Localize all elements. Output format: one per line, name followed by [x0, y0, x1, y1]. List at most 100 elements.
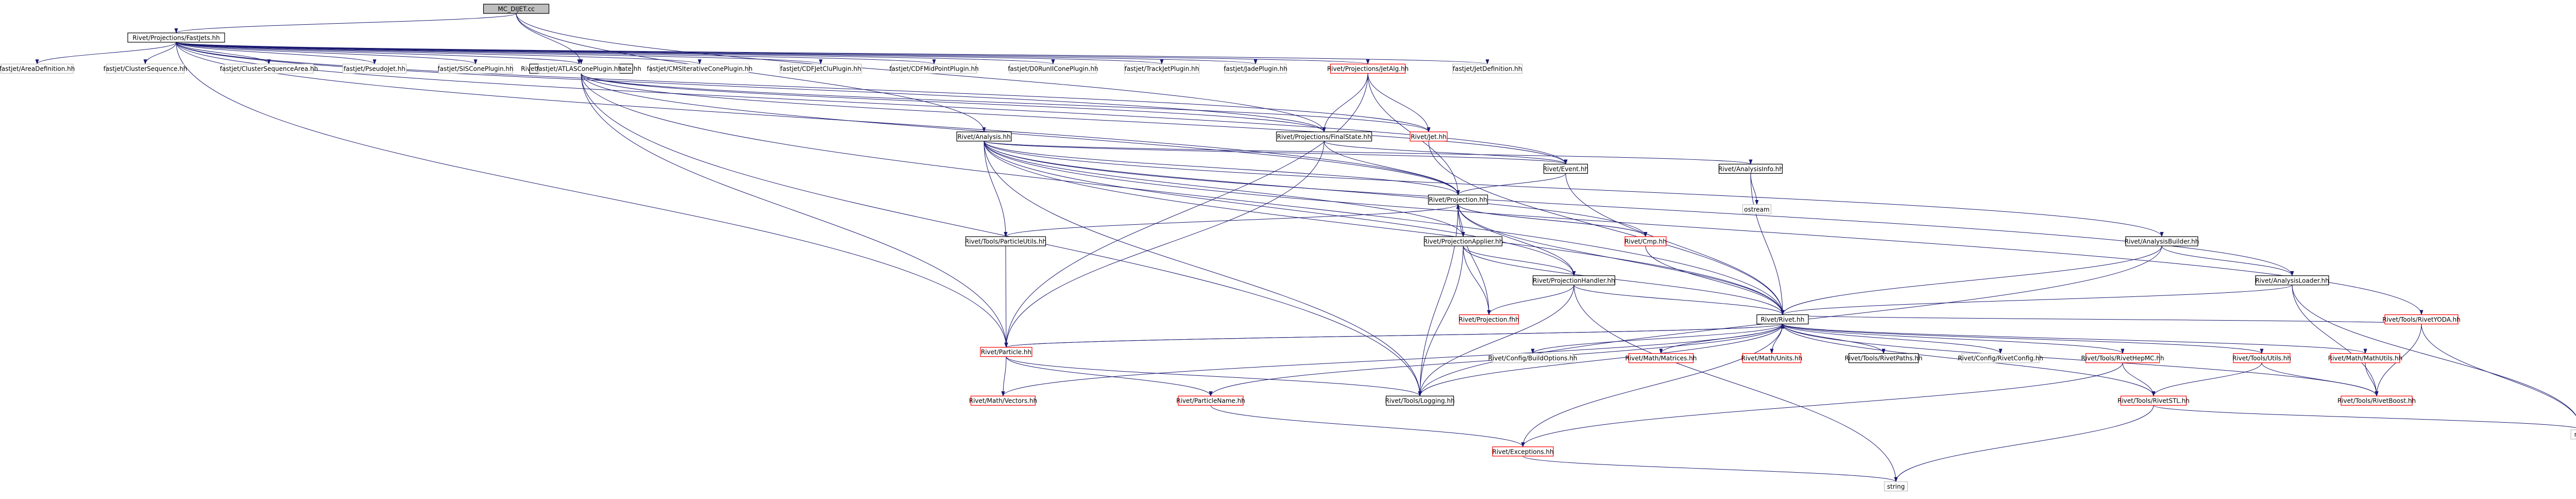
node-label-jade: fastjet/JadePlugin.hh	[1224, 65, 1287, 73]
edge-rivethepmc-to-exceptions	[1521, 362, 2123, 447]
edge-fastjets-to-finalstate	[176, 42, 1326, 132]
edge-fastjets-to-cdfjetclu	[176, 42, 822, 65]
node-jetalg[interactable]: Rivet/Projections/JetAlg.hh	[1327, 63, 1409, 74]
node-box-jet	[1410, 131, 1448, 142]
node-box-root	[483, 4, 550, 14]
node-label-particlename: Rivet/ParticleName.hh	[1176, 397, 1245, 405]
node-particlename[interactable]: Rivet/ParticleName.hh	[1176, 395, 1245, 406]
node-box-particleutils	[965, 236, 1046, 246]
node-box-rivethepmc	[2085, 353, 2160, 363]
edge-projapplier-to-logging	[1418, 246, 1464, 397]
node-exceptions[interactable]: Rivet/Exceptions.hh	[1492, 446, 1554, 457]
edge-analysis-to-analysisinfo	[984, 141, 1752, 165]
node-label-jet: Rivet/Jet.hh	[1411, 133, 1447, 140]
edge-analysisinfo-to-rivet	[1750, 173, 1785, 315]
edge-jetalg-to-jet	[1367, 73, 1431, 132]
edge-analysis-to-analysisbuilder	[984, 141, 2164, 238]
edge-fastjets-to-cmsiter	[176, 42, 702, 65]
edge-fastjets-to-d0run	[176, 42, 1055, 65]
node-buildoptions: Rivet/Config/BuildOptions.hh	[1488, 353, 1577, 363]
node-rivetconfig: Rivet/Config/RivetConfig.hh	[1958, 353, 2043, 363]
node-box-particlename	[1178, 395, 1244, 406]
node-label-analysisloader: Rivet/AnalysisLoader.hh	[2255, 277, 2329, 284]
node-particle[interactable]: Rivet/Particle.hh	[980, 347, 1032, 357]
edge-projhandler-to-projfhh	[1487, 285, 1574, 315]
node-mathmatrices[interactable]: Rivet/Math/Matrices.hh	[1625, 353, 1697, 363]
edge-fastjets-to-particle	[176, 42, 1008, 348]
edge-projection-to-rivet	[1458, 204, 1785, 315]
node-analysisinfo[interactable]: Rivet/AnalysisInfo.hh	[1718, 163, 1783, 174]
edge-analysisloader-to-rivetboost	[2292, 285, 2379, 397]
node-box-analysisloader	[2255, 275, 2329, 286]
edge-toolsutils-to-rivetboost	[2261, 362, 2379, 397]
node-box-exceptions	[1492, 446, 1554, 457]
node-box-jetalg	[1330, 63, 1406, 74]
node-projhandler[interactable]: Rivet/ProjectionHandler.hh	[1532, 275, 1616, 286]
edge-analysisbuilder-to-analysisloader	[2161, 245, 2294, 276]
node-label-projfhh: Rivet/Projection.fhh	[1459, 316, 1519, 323]
node-analysis[interactable]: Rivet/Analysis.hh	[956, 131, 1012, 142]
edge-finalstate-to-particle	[1004, 141, 1325, 348]
edge-cmp-to-projection	[1456, 204, 1646, 237]
node-event[interactable]: Rivet/Event.hh	[1543, 163, 1588, 174]
edge-analysis-to-rivetyoda	[984, 141, 2424, 315]
node-box-finalstate	[1276, 131, 1372, 142]
edge-particle-to-particlename	[1006, 356, 1213, 397]
edge-projhandler-to-string	[1573, 285, 1898, 483]
edge-particle-to-rivet	[1006, 323, 1784, 348]
node-box-projection	[1428, 194, 1488, 205]
node-rivetboost[interactable]: Rivet/Tools/RivetBoost.hh	[2337, 395, 2416, 406]
node-box-event	[1543, 163, 1588, 174]
node-jetdef: fastjet/JetDefinition.hh	[1452, 63, 1523, 74]
edge-finalstate-to-projection	[1324, 141, 1460, 196]
node-projapplier[interactable]: Rivet/ProjectionApplier.hh	[1423, 236, 1503, 246]
node-box-toolsutils	[2233, 353, 2291, 363]
node-fastjets[interactable]: Rivet/Projections/FastJets.hh	[127, 32, 225, 43]
edge-rivet-to-buildoptions	[1531, 324, 1783, 354]
node-cmsiter: fastjet/CMSIterativeConePlugin.hh	[647, 63, 753, 74]
node-analysisbuilder[interactable]: Rivet/AnalysisBuilder.hh	[2125, 236, 2199, 246]
edge-jetalg-to-particle	[1004, 73, 1368, 348]
node-jet[interactable]: Rivet/Jet.hh	[1410, 131, 1448, 142]
edge-rivet-to-toolsutils	[1782, 324, 2264, 354]
edge-projhandler-to-rivet	[1573, 285, 1785, 315]
node-cmp[interactable]: Rivet/Cmp.hh	[1624, 236, 1667, 246]
node-mathunits[interactable]: Rivet/Math/Units.hh	[1741, 353, 1803, 363]
node-projection[interactable]: Rivet/Projection.hh	[1428, 194, 1488, 205]
node-box-logging	[1385, 395, 1454, 406]
node-label-event: Rivet/Event.hh	[1543, 165, 1588, 173]
edge-rivet-to-logging	[1418, 324, 1783, 397]
node-rivet[interactable]: Rivet/Rivet.hh	[1756, 314, 1809, 325]
edge-analysisbuilder-to-rivet	[1781, 246, 2162, 315]
node-string: string	[1884, 481, 1908, 492]
node-mathutils[interactable]: Rivet/Math/MathUtils.hh	[2328, 353, 2402, 363]
node-rivetyoda[interactable]: Rivet/Tools/RivetYODA.hh	[2382, 314, 2461, 325]
node-toolsutils[interactable]: Rivet/Tools/Utils.hh	[2232, 353, 2291, 363]
node-mathvectors[interactable]: Rivet/Math/Vectors.hh	[969, 395, 1037, 406]
edge-fastjets-to-atlascone	[176, 42, 581, 65]
node-label-siscone: fastjet/SISConePlugin.hh	[437, 65, 513, 73]
node-particleutils[interactable]: Rivet/Tools/ParticleUtils.hh	[965, 236, 1046, 246]
node-analysisloader[interactable]: Rivet/AnalysisLoader.hh	[2255, 275, 2329, 286]
node-label-finalstate: Rivet/Projections/FinalState.hh	[1277, 133, 1371, 140]
node-label-rivethepmc: Rivet/Tools/RivetHepMC.hh	[2081, 355, 2164, 362]
node-rivetpaths[interactable]: Rivet/Tools/RivetPaths.hh	[1844, 353, 1923, 363]
node-finalstate[interactable]: Rivet/Projections/FinalState.hh	[1276, 131, 1372, 142]
node-box-particle	[980, 347, 1032, 357]
node-label-cdfmid: fastjet/CDFMidPointPlugin.hh	[889, 65, 978, 73]
edge-chargedfs-to-rivet	[581, 73, 1785, 315]
node-box-buildoptions	[1492, 353, 1573, 363]
edge-root-to-fastjets	[174, 13, 517, 34]
node-root[interactable]: MC_DIJET.cc	[483, 4, 550, 14]
edge-rivet-to-exceptions	[1521, 324, 1783, 447]
node-logging[interactable]: Rivet/Tools/Logging.hh	[1385, 395, 1455, 406]
node-rivetstl[interactable]: Rivet/Tools/RivetSTL.hh	[2117, 395, 2190, 406]
node-box-pseudojet	[342, 63, 407, 74]
edge-projection-to-logging	[1418, 204, 1459, 397]
edge-jetalg-to-finalstate	[1322, 73, 1368, 132]
node-label-logging: Rivet/Tools/Logging.hh	[1385, 397, 1454, 405]
node-areadef: fastjet/AreaDefinition.hh	[0, 63, 75, 74]
node-projfhh[interactable]: Rivet/Projection.fhh	[1459, 314, 1519, 325]
node-rivethepmc[interactable]: Rivet/Tools/RivetHepMC.hh	[2081, 353, 2164, 363]
edge-analysis-to-cmp	[984, 141, 1648, 238]
